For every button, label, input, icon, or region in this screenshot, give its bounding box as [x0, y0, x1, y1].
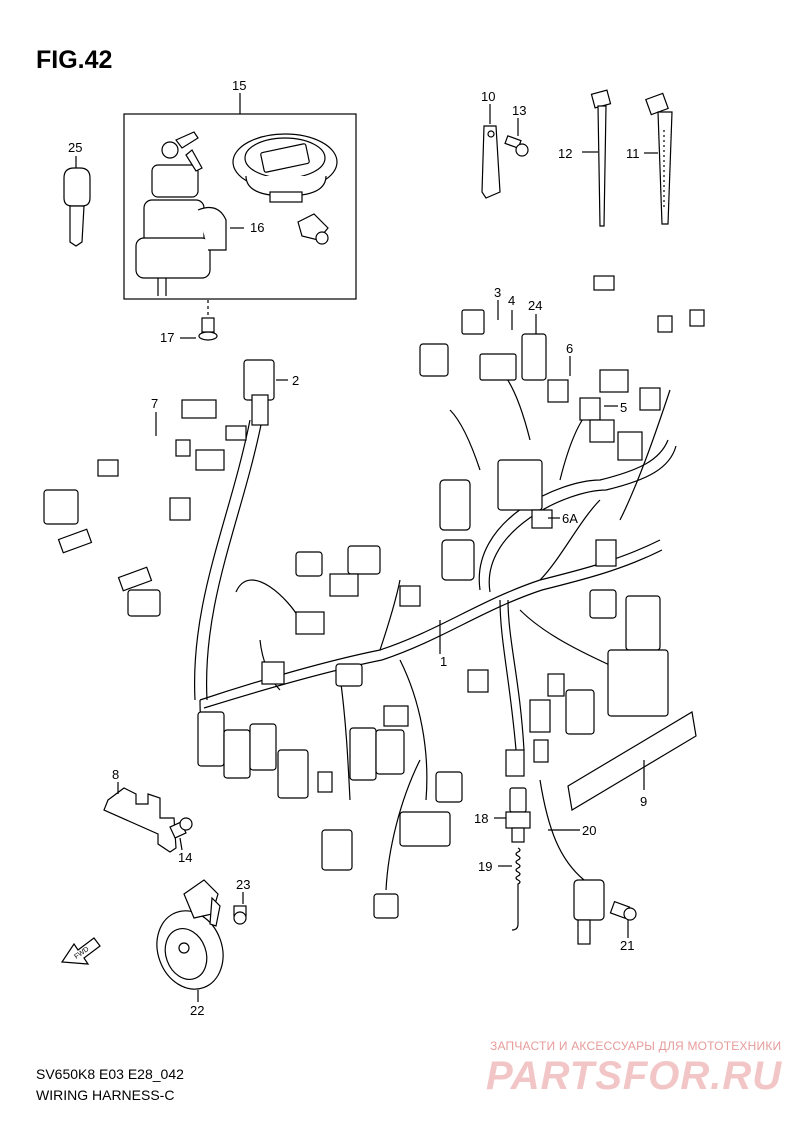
callout-7: 7	[151, 396, 158, 411]
callout-12: 12	[558, 146, 572, 161]
callout-6a: 6A	[562, 511, 578, 526]
callout-24: 24	[528, 298, 542, 313]
fuel-cap	[232, 133, 338, 203]
bracket-8	[103, 782, 177, 853]
figure-code: SV650K8 E03 E28_042	[36, 1066, 184, 1082]
figure-title: FIG.42	[36, 46, 113, 74]
callout-20: 20	[582, 823, 596, 838]
callout-22: 22	[190, 1003, 204, 1018]
watermark-logo: PARTSFOR.RU	[486, 1054, 783, 1098]
horn	[156, 879, 224, 1002]
bolt-17	[198, 300, 218, 341]
callout-numbers: 1 2 3 4 5 6 6A 7 8 9 10 11 12 13 14 15 1…	[68, 78, 647, 1018]
callout-21: 21	[620, 938, 634, 953]
callout-18: 18	[474, 811, 488, 826]
callout-13: 13	[512, 103, 526, 118]
callout-5: 5	[620, 400, 627, 415]
callout-2: 2	[292, 373, 299, 388]
callout-25: 25	[68, 140, 82, 155]
callout-1: 1	[440, 654, 447, 669]
ignition-kit-box	[123, 93, 357, 300]
bolt-14	[169, 817, 193, 851]
key	[63, 156, 91, 247]
callout-23: 23	[236, 877, 250, 892]
figure-name: WIRING HARNESS-C	[36, 1087, 175, 1103]
cable-tie-12	[582, 89, 612, 227]
bolt-13	[504, 118, 529, 157]
callout-14: 14	[178, 850, 192, 865]
watermark-tagline: ЗАПЧАСТИ И АКСЕССУАРЫ ДЛЯ МОТОТЕХНИКИ	[490, 1039, 782, 1053]
main-harness-connectors	[43, 275, 705, 919]
label-plate-9	[567, 711, 697, 811]
side-stand-switch	[539, 779, 637, 945]
forward-arrow-icon: FWD	[60, 937, 101, 965]
seat-lock-cylinder	[297, 213, 329, 245]
callout-6: 6	[566, 341, 573, 356]
callout-19: 19	[478, 859, 492, 874]
cable-tie-11	[644, 92, 673, 225]
leader-lines	[155, 227, 645, 790]
switch-18	[494, 787, 531, 843]
bracket-10	[481, 104, 501, 199]
callout-11: 11	[626, 146, 640, 161]
callout-8: 8	[112, 767, 119, 782]
callout-3: 3	[494, 285, 501, 300]
callout-9: 9	[640, 794, 647, 809]
bolt-23	[233, 892, 247, 925]
spring-19	[498, 847, 521, 931]
callout-16: 16	[250, 220, 264, 235]
callout-15: 15	[232, 78, 246, 93]
callout-4: 4	[508, 293, 515, 308]
ignition-switch	[135, 131, 227, 296]
callout-17: 17	[160, 330, 174, 345]
callout-10: 10	[481, 89, 495, 104]
